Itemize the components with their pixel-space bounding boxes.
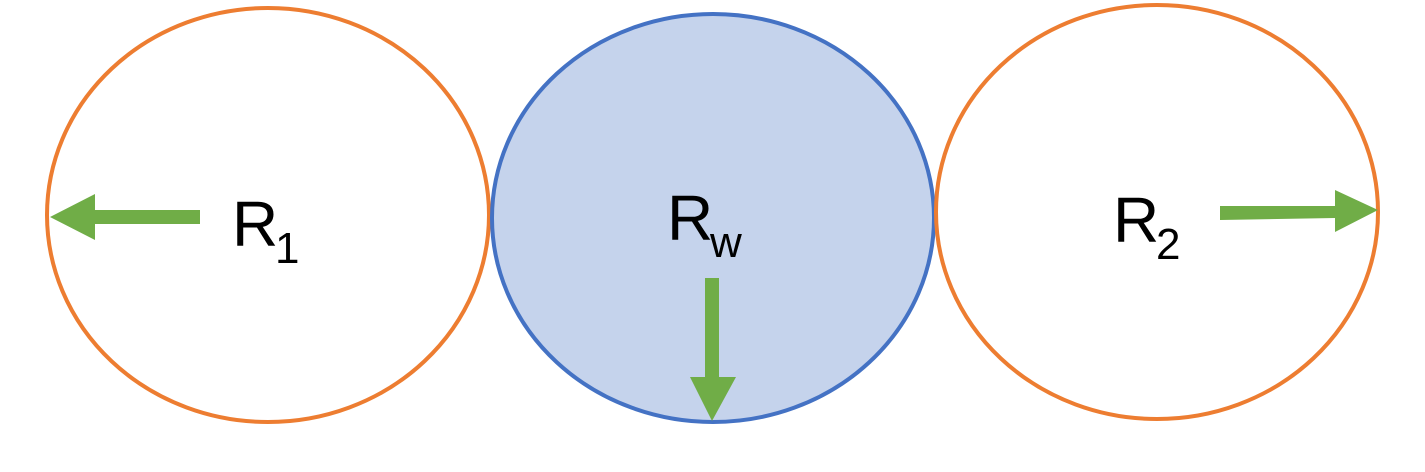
left-label-subscript: 1 [275,224,299,273]
right-circle-group: R 2 [934,3,1380,421]
right-label-main: R [1113,184,1159,256]
center-circle-label: R w [667,182,742,267]
left-circle [45,6,491,424]
center-radius-arrow [690,278,736,421]
right-circle-label: R 2 [1113,184,1180,269]
left-label-main: R [232,188,278,260]
center-label-main: R [667,182,713,254]
left-radius-arrow [50,194,200,240]
center-label-subscript: w [709,218,742,267]
right-radius-arrow [1220,190,1378,232]
center-circle-group: R w [490,12,936,424]
left-circle-label: R 1 [232,188,299,273]
right-circle [934,3,1380,421]
center-circle [490,12,936,424]
left-circle-group: R 1 [45,6,491,424]
right-label-subscript: 2 [1156,220,1180,269]
